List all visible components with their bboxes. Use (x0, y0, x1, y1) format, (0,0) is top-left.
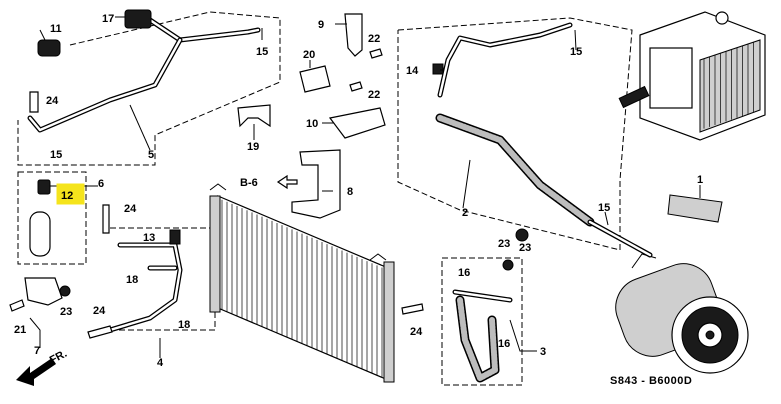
callout-8: 8 (347, 186, 353, 198)
callout-1: 1 (697, 174, 703, 186)
pipes (27, 17, 653, 383)
callout-14: 14 (406, 65, 419, 77)
callout-24: 24 (410, 326, 423, 338)
callout-6: 6 (98, 178, 104, 190)
callout-16: 16 (498, 338, 510, 350)
callout-3: 3 (540, 346, 546, 358)
callout-23: 23 (519, 242, 531, 254)
reference-b6: B-6 (240, 177, 258, 189)
compressor (615, 253, 749, 374)
callout-18: 18 (126, 274, 138, 286)
callout-17: 17 (102, 13, 114, 25)
callout-19: 19 (247, 141, 259, 153)
front-marker-label: FR. (48, 348, 69, 367)
callout-15: 15 (598, 202, 610, 214)
callout-10: 10 (306, 118, 318, 130)
callout-20: 20 (303, 49, 315, 61)
highlight-12 (56, 183, 85, 205)
callout-23: 23 (498, 238, 510, 250)
callout-13: 13 (143, 232, 155, 244)
callout-15: 15 (50, 149, 62, 161)
evaporator-unit (618, 11, 766, 141)
small-parts (9, 9, 723, 339)
callout-24: 24 (124, 203, 137, 215)
callout-22: 22 (368, 89, 380, 101)
callout-9: 9 (318, 19, 324, 31)
callout-11: 11 (50, 23, 62, 35)
reference-arrow (276, 174, 298, 190)
callout-21: 21 (14, 324, 26, 336)
front-arrow (16, 358, 56, 386)
callout-5: 5 (148, 149, 154, 161)
callout-2: 2 (462, 207, 468, 219)
callout-15: 15 (256, 46, 268, 58)
callout-23: 23 (60, 306, 72, 318)
callout-16: 16 (458, 267, 470, 279)
callout-24: 24 (93, 305, 106, 317)
diagram-code: S843 - B6000D (610, 375, 692, 387)
callout-15: 15 (570, 46, 582, 58)
callout-18: 18 (178, 319, 190, 331)
callout-12: 12 (61, 190, 73, 202)
callout-7: 7 (34, 345, 40, 357)
condenser (209, 183, 395, 383)
callout-24: 24 (46, 95, 59, 107)
callout-4: 4 (157, 357, 164, 369)
callout-22: 22 (368, 33, 380, 45)
